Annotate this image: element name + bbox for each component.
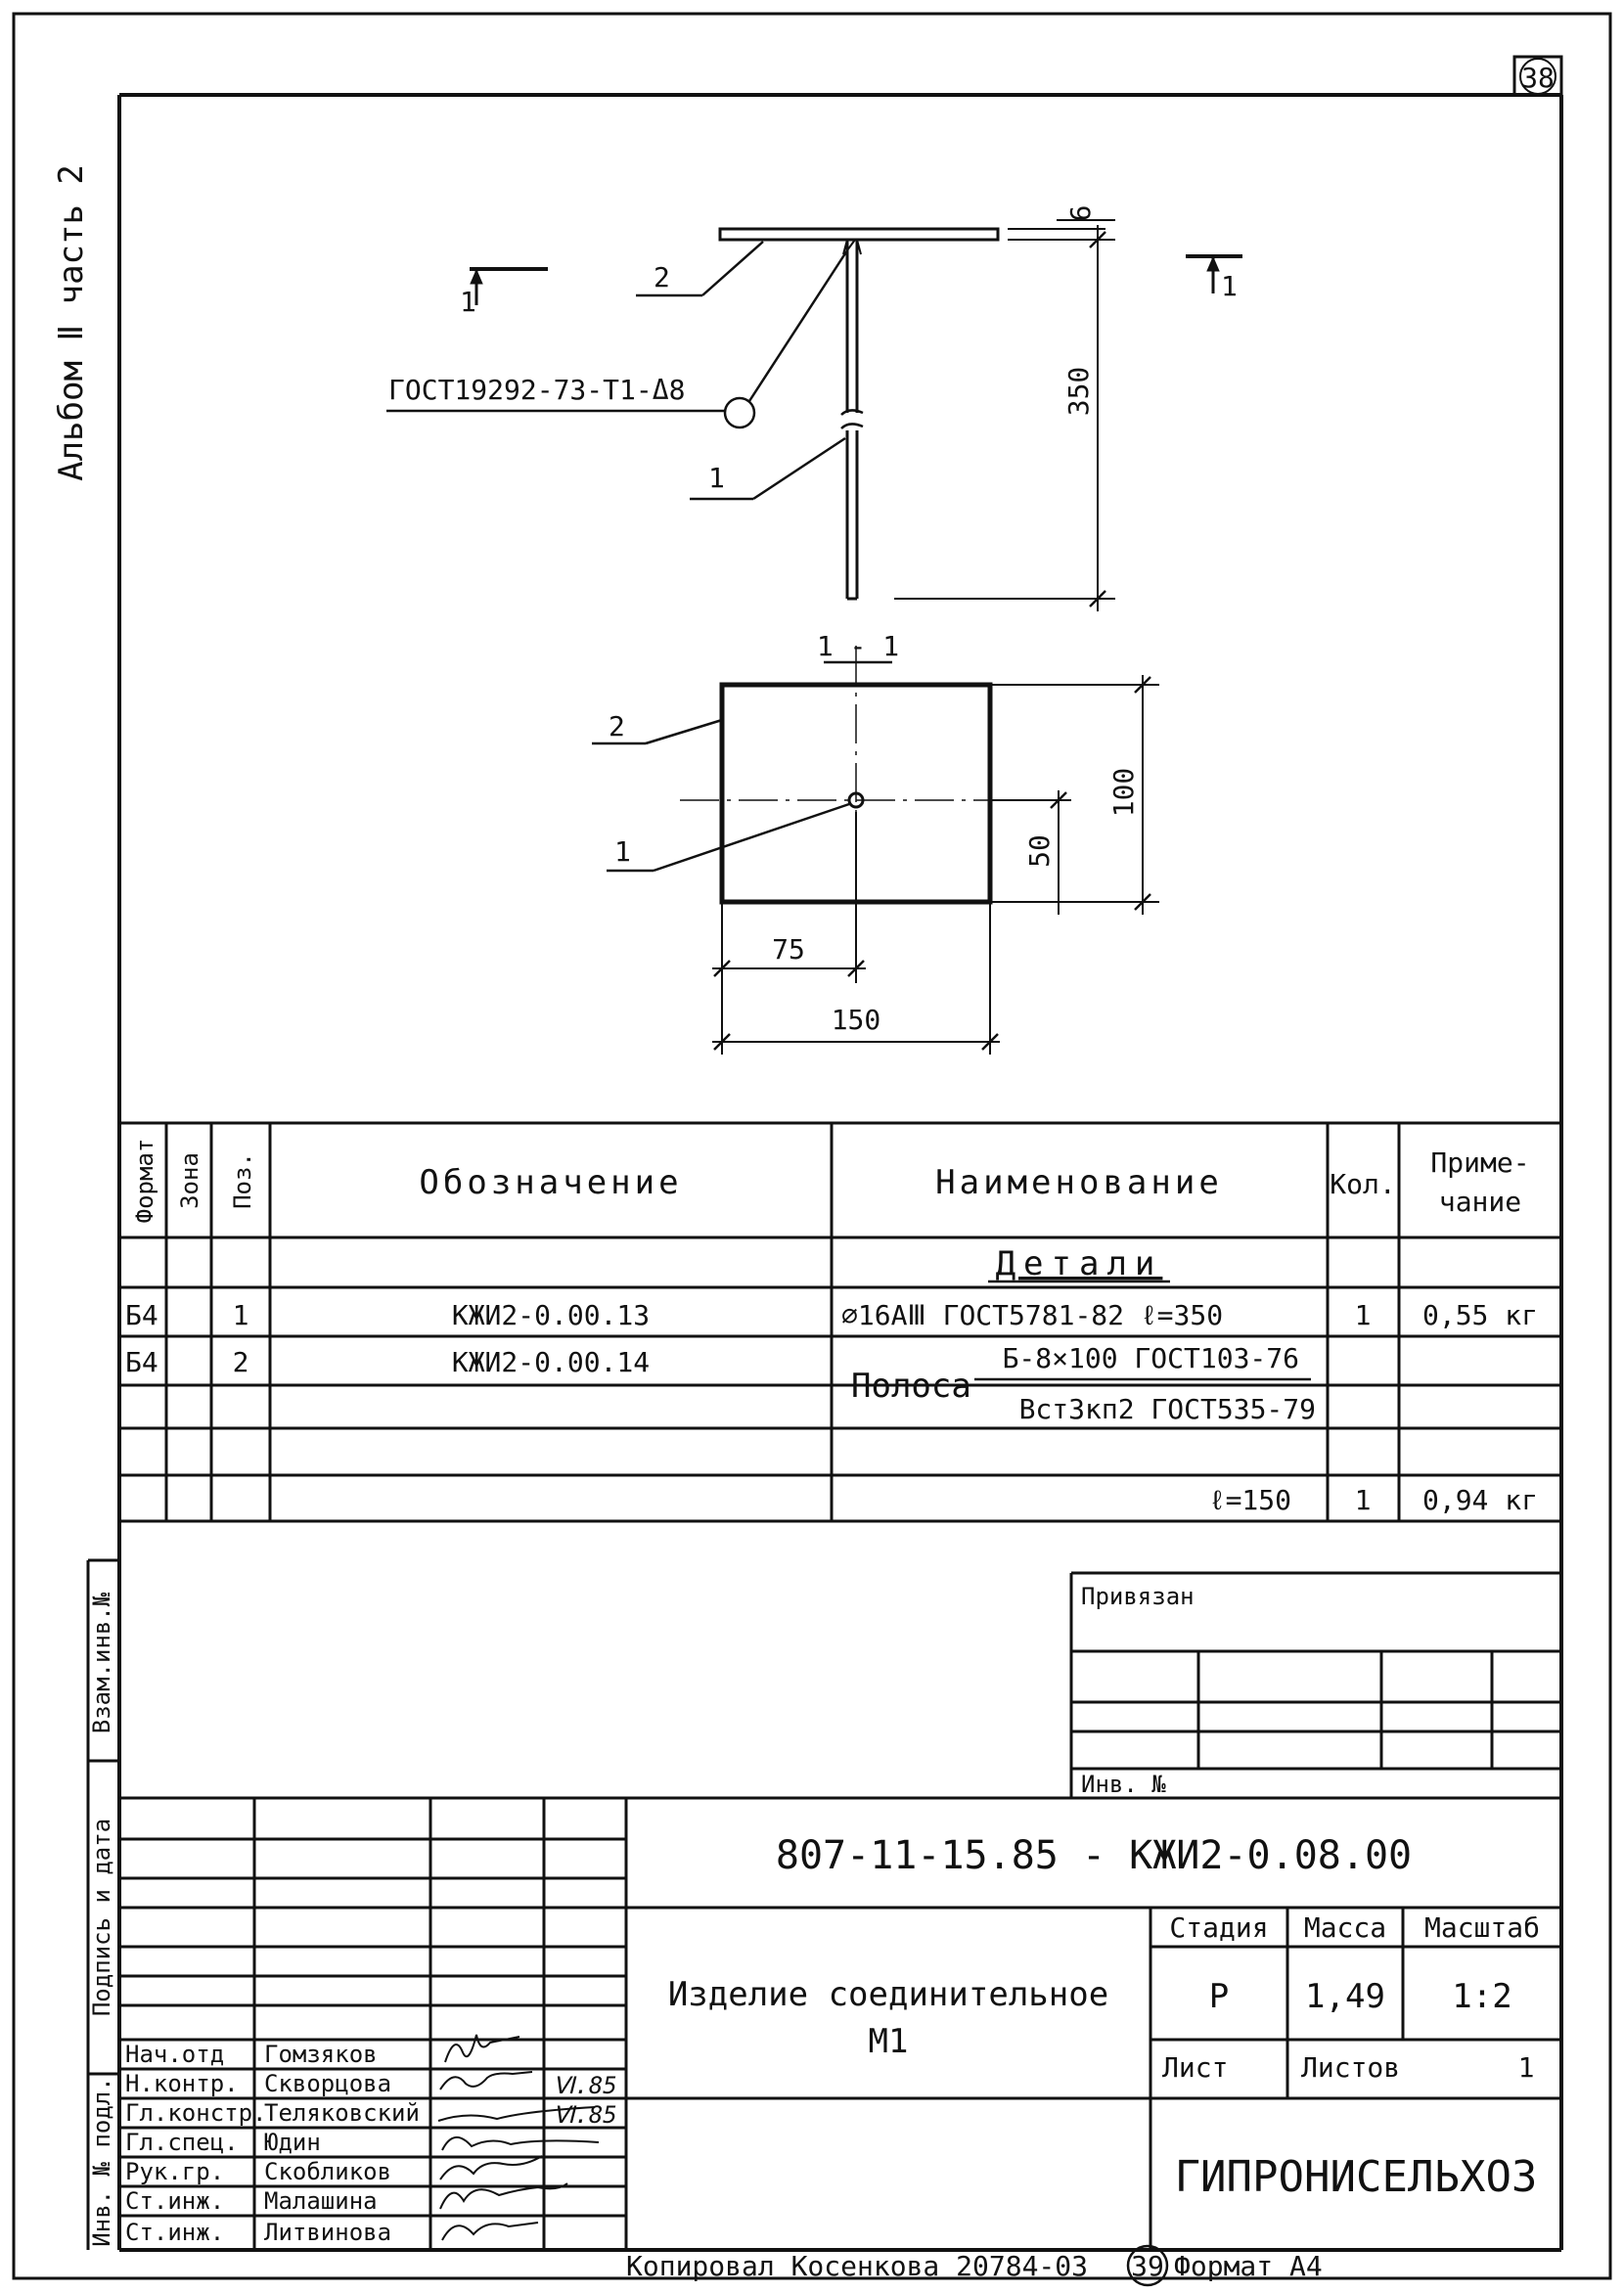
dim-100: 100 bbox=[1107, 768, 1140, 818]
product-name-line1: Изделие соединительное bbox=[668, 1975, 1108, 2014]
row1-designation: КЖИ2-0.00.13 bbox=[452, 1299, 650, 1331]
section-title-details: Детали bbox=[996, 1244, 1163, 1283]
row2-note: 0,94 кг bbox=[1422, 1484, 1538, 1516]
mass-value: 1,49 bbox=[1305, 1977, 1385, 2016]
side-stamp bbox=[86, 1558, 119, 2250]
scale-label: Масштаб bbox=[1424, 1911, 1540, 1944]
stage-value: Р bbox=[1209, 1977, 1229, 2016]
row2-qty: 1 bbox=[1355, 1484, 1372, 1516]
row1-format: Б4 bbox=[125, 1299, 158, 1331]
role-4: Гл.спец. bbox=[125, 2129, 239, 2156]
name-6: Малашина bbox=[264, 2187, 378, 2215]
section-view bbox=[592, 646, 1159, 1055]
sheets-label: Листов bbox=[1301, 2051, 1400, 2084]
callout-2-section: 2 bbox=[609, 710, 625, 742]
sheets-count: 1 bbox=[1518, 2051, 1535, 2084]
privyazan-inv-label: Инв. № bbox=[1081, 1771, 1166, 1798]
callout-2-front: 2 bbox=[654, 261, 670, 293]
role-3: Гл.констр. bbox=[125, 2099, 267, 2127]
dim-150: 150 bbox=[832, 1004, 881, 1036]
row2-designation: КЖИ2-0.00.14 bbox=[452, 1346, 650, 1378]
name-7: Литвинова bbox=[264, 2219, 391, 2246]
header-designation: Обозначение bbox=[419, 1163, 682, 1202]
weld-note: ГОСТ19292-73-Т1-Δ8 bbox=[388, 374, 685, 406]
outer-frame bbox=[12, 12, 1612, 2280]
callout-1-section: 1 bbox=[614, 835, 631, 868]
footer-sheet-circle bbox=[1126, 2244, 1169, 2287]
sign-date-1: Ⅵ.85 bbox=[553, 2072, 616, 2099]
header-name: Наименование bbox=[935, 1163, 1223, 1202]
sheet-label: Лист bbox=[1162, 2051, 1228, 2084]
name-3: Теляковский bbox=[264, 2099, 420, 2127]
product-name-line2: М1 bbox=[869, 2022, 909, 2061]
privyazan-label: Привязан bbox=[1081, 1583, 1195, 1610]
spec-table bbox=[119, 1121, 1561, 1523]
stamp-inv-podl: Инв. № подл. bbox=[88, 2077, 115, 2246]
name-2: Скворцова bbox=[264, 2070, 391, 2097]
header-format: Формат bbox=[131, 1139, 158, 1224]
row2-name-top: Б-8×100 ГОСТ103-76 bbox=[1003, 1342, 1299, 1374]
role-5: Рук.гр. bbox=[125, 2158, 224, 2185]
header-note-2: чание bbox=[1439, 1186, 1521, 1218]
role-1: Нач.отд bbox=[125, 2041, 224, 2068]
dim-50: 50 bbox=[1023, 834, 1056, 868]
row1-name: ⌀16АⅢ ГОСТ5781-82 ℓ=350 bbox=[841, 1299, 1223, 1331]
stamp-signature-date: Подпись и дата bbox=[88, 1819, 115, 2016]
front-view bbox=[386, 219, 1242, 611]
section-mark-left: 1 bbox=[460, 286, 476, 318]
copied-by: Копировал Косенкова 20784-03 bbox=[626, 2250, 1088, 2282]
stamp-vzam-inv: Взам.инв.№ bbox=[88, 1592, 115, 1733]
row1-pos: 1 bbox=[233, 1299, 249, 1331]
mass-label: Масса bbox=[1304, 1911, 1386, 1944]
name-5: Скобликов bbox=[264, 2158, 391, 2185]
section-label: 1 - 1 bbox=[817, 630, 899, 662]
stage-label: Стадия bbox=[1169, 1911, 1268, 1944]
header-pos: Поз. bbox=[229, 1152, 256, 1209]
header-zone: Зона bbox=[176, 1152, 203, 1209]
header-qty: Кол. bbox=[1330, 1168, 1395, 1200]
role-2: Н.контр. bbox=[125, 2070, 239, 2097]
role-7: Ст.инж. bbox=[125, 2219, 224, 2246]
organization: ГИПРОНИСЕЛЬХОЗ bbox=[1175, 2152, 1538, 2202]
sign-date-2: Ⅵ.85 bbox=[553, 2101, 616, 2129]
row1-note: 0,55 кг bbox=[1422, 1299, 1538, 1331]
role-6: Ст.инж. bbox=[125, 2187, 224, 2215]
row2-pos: 2 bbox=[233, 1346, 249, 1378]
dim-75: 75 bbox=[772, 933, 805, 966]
album-label: Альбом Ⅱ часть 2 bbox=[52, 164, 91, 481]
row2-name-prefix: Полоса bbox=[851, 1367, 971, 1406]
row2-name-bottom: Вст3кп2 ГОСТ535-79 bbox=[1019, 1393, 1316, 1425]
header-note-1: Приме- bbox=[1430, 1146, 1529, 1179]
inner-frame bbox=[117, 93, 1563, 2252]
callout-1-front: 1 bbox=[708, 462, 725, 494]
sheet-number-box: 38 bbox=[1512, 55, 1563, 97]
row2-format: Б4 bbox=[125, 1346, 158, 1378]
row2-name-length: ℓ=150 bbox=[1209, 1484, 1291, 1516]
scale-value: 1:2 bbox=[1452, 1977, 1511, 2016]
row1-qty: 1 bbox=[1355, 1299, 1372, 1331]
drawing-code: 807-11-15.85 - КЖИ2-0.08.00 bbox=[776, 1833, 1412, 1878]
footer-sheet-number: 39 bbox=[1131, 2250, 1164, 2282]
privyazan-block bbox=[1069, 1571, 1561, 1798]
name-1: Гомзяков bbox=[264, 2041, 378, 2068]
dim-6: 6 bbox=[1064, 205, 1097, 222]
dim-350: 350 bbox=[1062, 367, 1095, 417]
section-mark-right: 1 bbox=[1221, 270, 1238, 302]
paper-format: Формат А4 bbox=[1174, 2250, 1323, 2282]
sheet-number: 38 bbox=[1521, 62, 1555, 94]
name-4: Юдин bbox=[264, 2129, 321, 2156]
signatures bbox=[437, 2034, 600, 2241]
